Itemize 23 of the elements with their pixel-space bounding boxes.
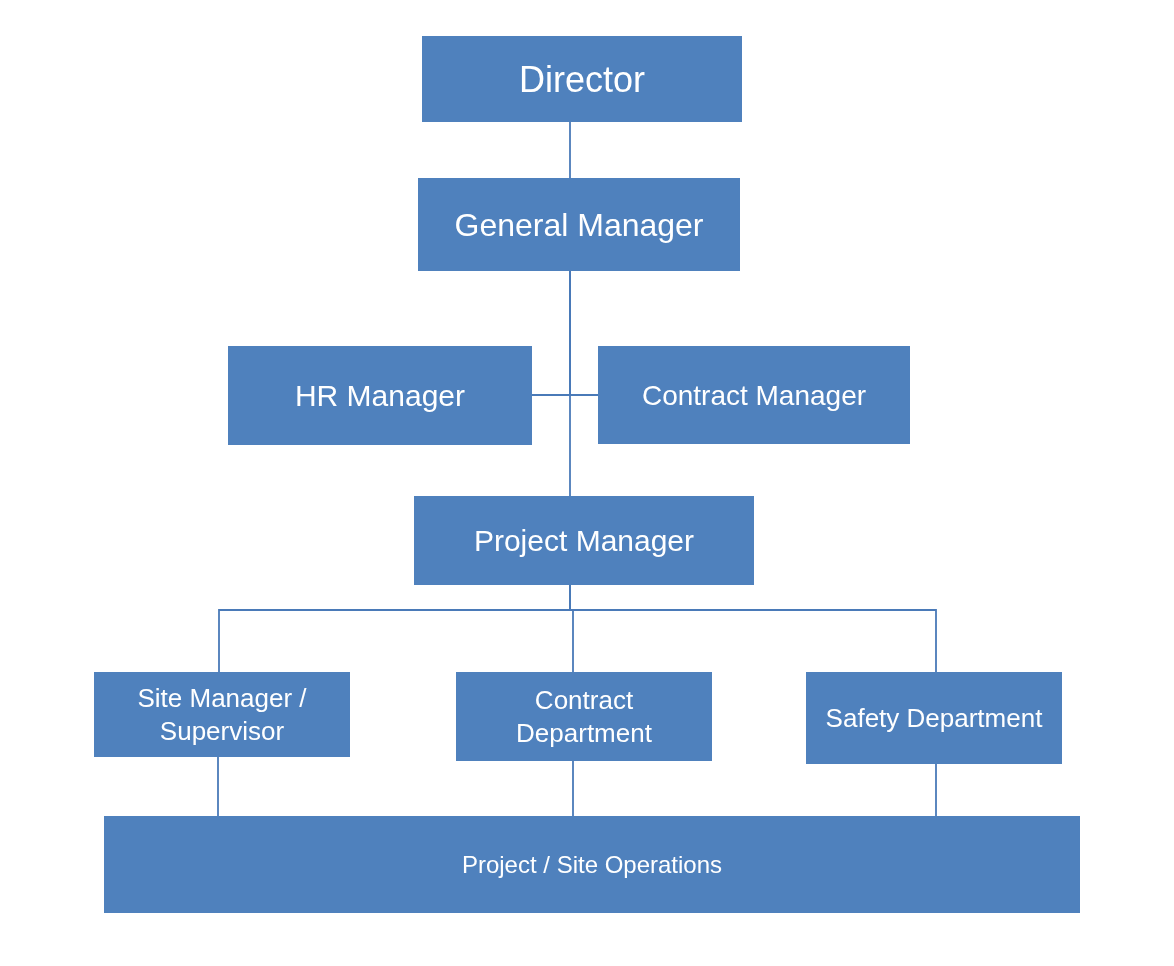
role-title: Contract Manager xyxy=(641,378,867,413)
role-box xyxy=(228,346,532,445)
connector-line xyxy=(935,763,937,817)
connector-line xyxy=(572,760,574,817)
connector-line xyxy=(569,270,571,497)
role-box xyxy=(806,672,1062,764)
role-box xyxy=(94,672,350,757)
role-title: Site Manager / Supervisor xyxy=(136,682,308,747)
role-box xyxy=(104,816,1080,913)
role-box xyxy=(414,496,754,585)
role-title: Director xyxy=(519,57,645,102)
connector-line xyxy=(569,121,571,179)
role-title: General Manager xyxy=(454,205,704,245)
role-title: Contract Department xyxy=(515,684,653,749)
role-box xyxy=(598,346,910,444)
role-box xyxy=(456,672,712,761)
connector-line xyxy=(217,756,219,817)
role-title: HR Manager xyxy=(294,377,466,414)
role-title: Project Manager xyxy=(473,522,695,559)
role-box xyxy=(418,178,740,271)
role-title: Project / Site Operations xyxy=(461,849,723,880)
role-box xyxy=(422,36,742,122)
role-title: Safety Department xyxy=(825,701,1043,735)
